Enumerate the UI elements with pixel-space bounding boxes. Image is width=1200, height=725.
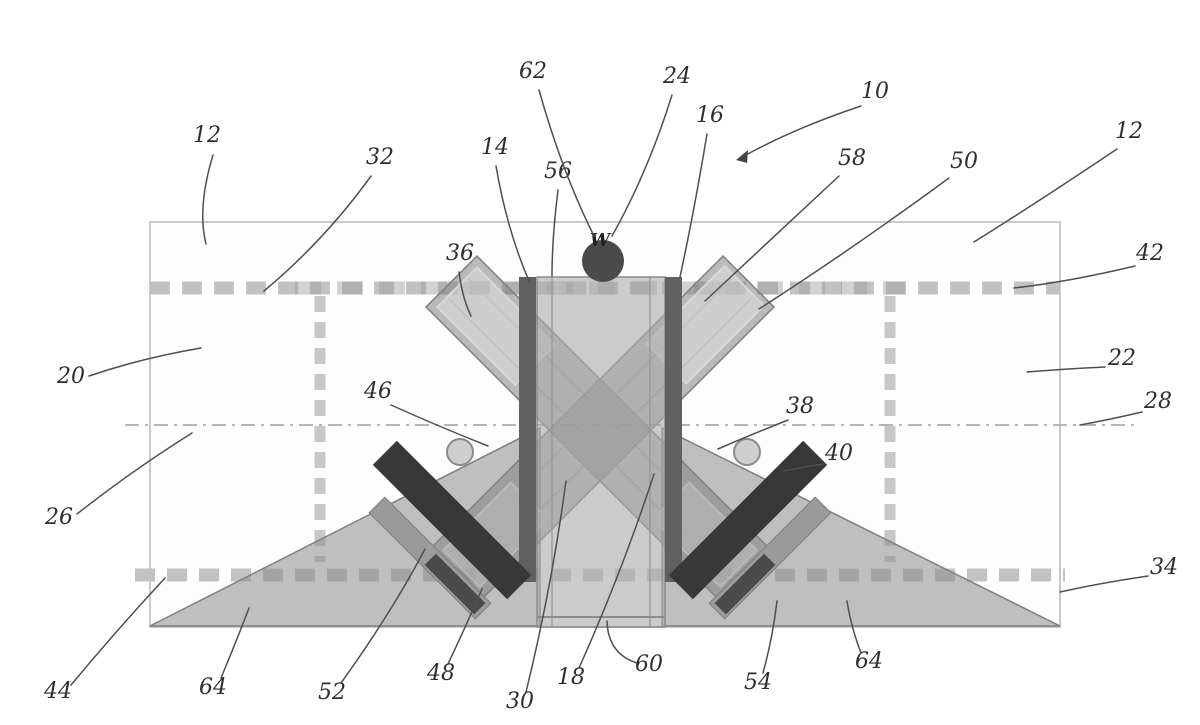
leader-line-60 — [606, 620, 638, 664]
ref-label-50: 50 — [950, 149, 978, 174]
leader-line-40 — [783, 463, 825, 472]
ref-label-40: 40 — [824, 441, 853, 466]
leader-line-38 — [717, 419, 789, 450]
w-mark-label: W — [590, 230, 612, 251]
leader-line-28 — [1079, 411, 1143, 426]
ref-label-64-right: 64 — [855, 649, 883, 674]
leader-line-12-left — [202, 154, 214, 245]
right-clamp-bar — [668, 440, 828, 600]
ref-label-38: 38 — [786, 394, 814, 419]
leader-arrowhead-10 — [736, 150, 748, 163]
leader-line-46 — [390, 404, 489, 447]
ref-label-10: 10 — [861, 79, 889, 104]
leader-line-36 — [458, 271, 472, 317]
column-left-flange — [519, 277, 536, 582]
leader-line-54 — [762, 600, 778, 674]
leader-line-26 — [76, 432, 193, 515]
ref-label-46: 46 — [363, 379, 392, 404]
ref-label-32: 32 — [366, 145, 394, 170]
ref-label-34: 34 — [1150, 555, 1178, 580]
ref-label-42: 42 — [1135, 241, 1164, 266]
ref-label-20: 20 — [56, 364, 85, 389]
column-right-flange — [665, 277, 682, 582]
ref-label-36: 36 — [446, 241, 474, 266]
leader-line-48 — [447, 588, 483, 665]
leader-line-56 — [551, 189, 559, 277]
leader-line-22 — [1026, 366, 1106, 373]
ref-label-28: 28 — [1143, 389, 1172, 414]
leader-line-20 — [88, 347, 202, 377]
leader-line-32 — [263, 175, 372, 292]
ref-label-14: 14 — [481, 135, 509, 160]
left-splice-stub — [424, 553, 486, 615]
ref-label-64-left: 64 — [199, 675, 227, 700]
ref-label-62: 62 — [519, 59, 547, 84]
column-web — [536, 276, 666, 628]
ref-label-12-left: 12 — [193, 123, 221, 148]
load-point-circle — [582, 240, 624, 282]
left-pin — [446, 438, 474, 466]
leader-line-10 — [743, 105, 862, 157]
leader-line-16 — [679, 133, 708, 278]
ref-label-56: 56 — [544, 159, 572, 184]
leader-line-34 — [1059, 575, 1149, 593]
right-splice-stub — [714, 553, 776, 615]
leader-line-44 — [70, 577, 166, 686]
ref-label-24: 24 — [662, 64, 691, 89]
leader-line-24 — [611, 94, 673, 237]
leader-line-30 — [525, 480, 567, 693]
ref-label-60: 60 — [635, 652, 663, 677]
leader-line-64-left — [220, 607, 250, 679]
ref-label-22: 22 — [1107, 346, 1136, 371]
leader-line-52 — [340, 548, 426, 684]
leader-line-58 — [704, 175, 840, 302]
ref-label-58: 58 — [838, 146, 866, 171]
ref-label-52: 52 — [318, 680, 346, 705]
right-pin — [733, 438, 761, 466]
leader-line-62 — [538, 89, 595, 237]
ref-label-48: 48 — [426, 661, 455, 686]
leader-line-14 — [495, 165, 530, 282]
leader-line-64-right — [846, 600, 862, 654]
ref-label-26: 26 — [44, 505, 73, 530]
ref-label-30: 30 — [506, 689, 534, 714]
ref-label-18: 18 — [557, 665, 585, 690]
ref-label-54: 54 — [744, 670, 772, 695]
ref-label-44: 44 — [43, 679, 72, 704]
left-clamp-bar — [372, 440, 532, 600]
leader-line-42 — [1013, 265, 1136, 289]
leader-line-12-right — [973, 148, 1118, 243]
leader-line-18 — [578, 473, 655, 669]
ref-label-12-right: 12 — [1115, 119, 1143, 144]
leader-line-50 — [758, 177, 950, 310]
ref-label-16: 16 — [696, 103, 724, 128]
